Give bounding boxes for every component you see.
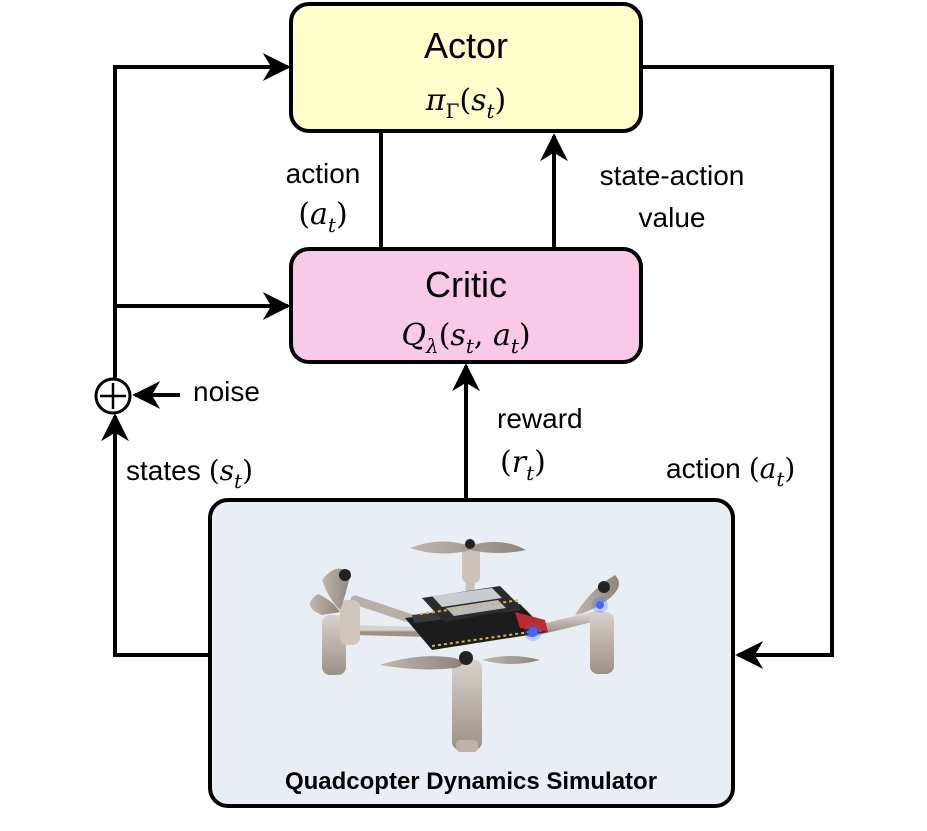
action-top-math: (at) [298,197,347,237]
circle-plus-icon [94,377,132,415]
reward-label: reward [497,403,583,434]
simulator-title: Quadcopter Dynamics Simulator [285,768,657,795]
left-trunk-line [113,53,291,382]
critic-box [289,247,643,364]
action-right-label: action(at) [666,452,795,491]
state-action-label: state-action [600,160,745,191]
critic-title: Critic [425,264,507,305]
critic-formula: Qλ(st, at) [401,318,530,358]
value-label: value [639,202,706,233]
action-to-simulator-line [641,65,834,669]
quadcopter-icon [309,539,619,752]
noise-label: noise [193,376,260,407]
states-label: states(st) [126,454,253,493]
actor-title: Actor [424,25,508,66]
actor-formula: πΓ(st) [425,83,507,123]
action-top-label: action [286,158,361,189]
states-feedback-line [101,413,210,657]
reward-math: (rt) [500,445,546,485]
